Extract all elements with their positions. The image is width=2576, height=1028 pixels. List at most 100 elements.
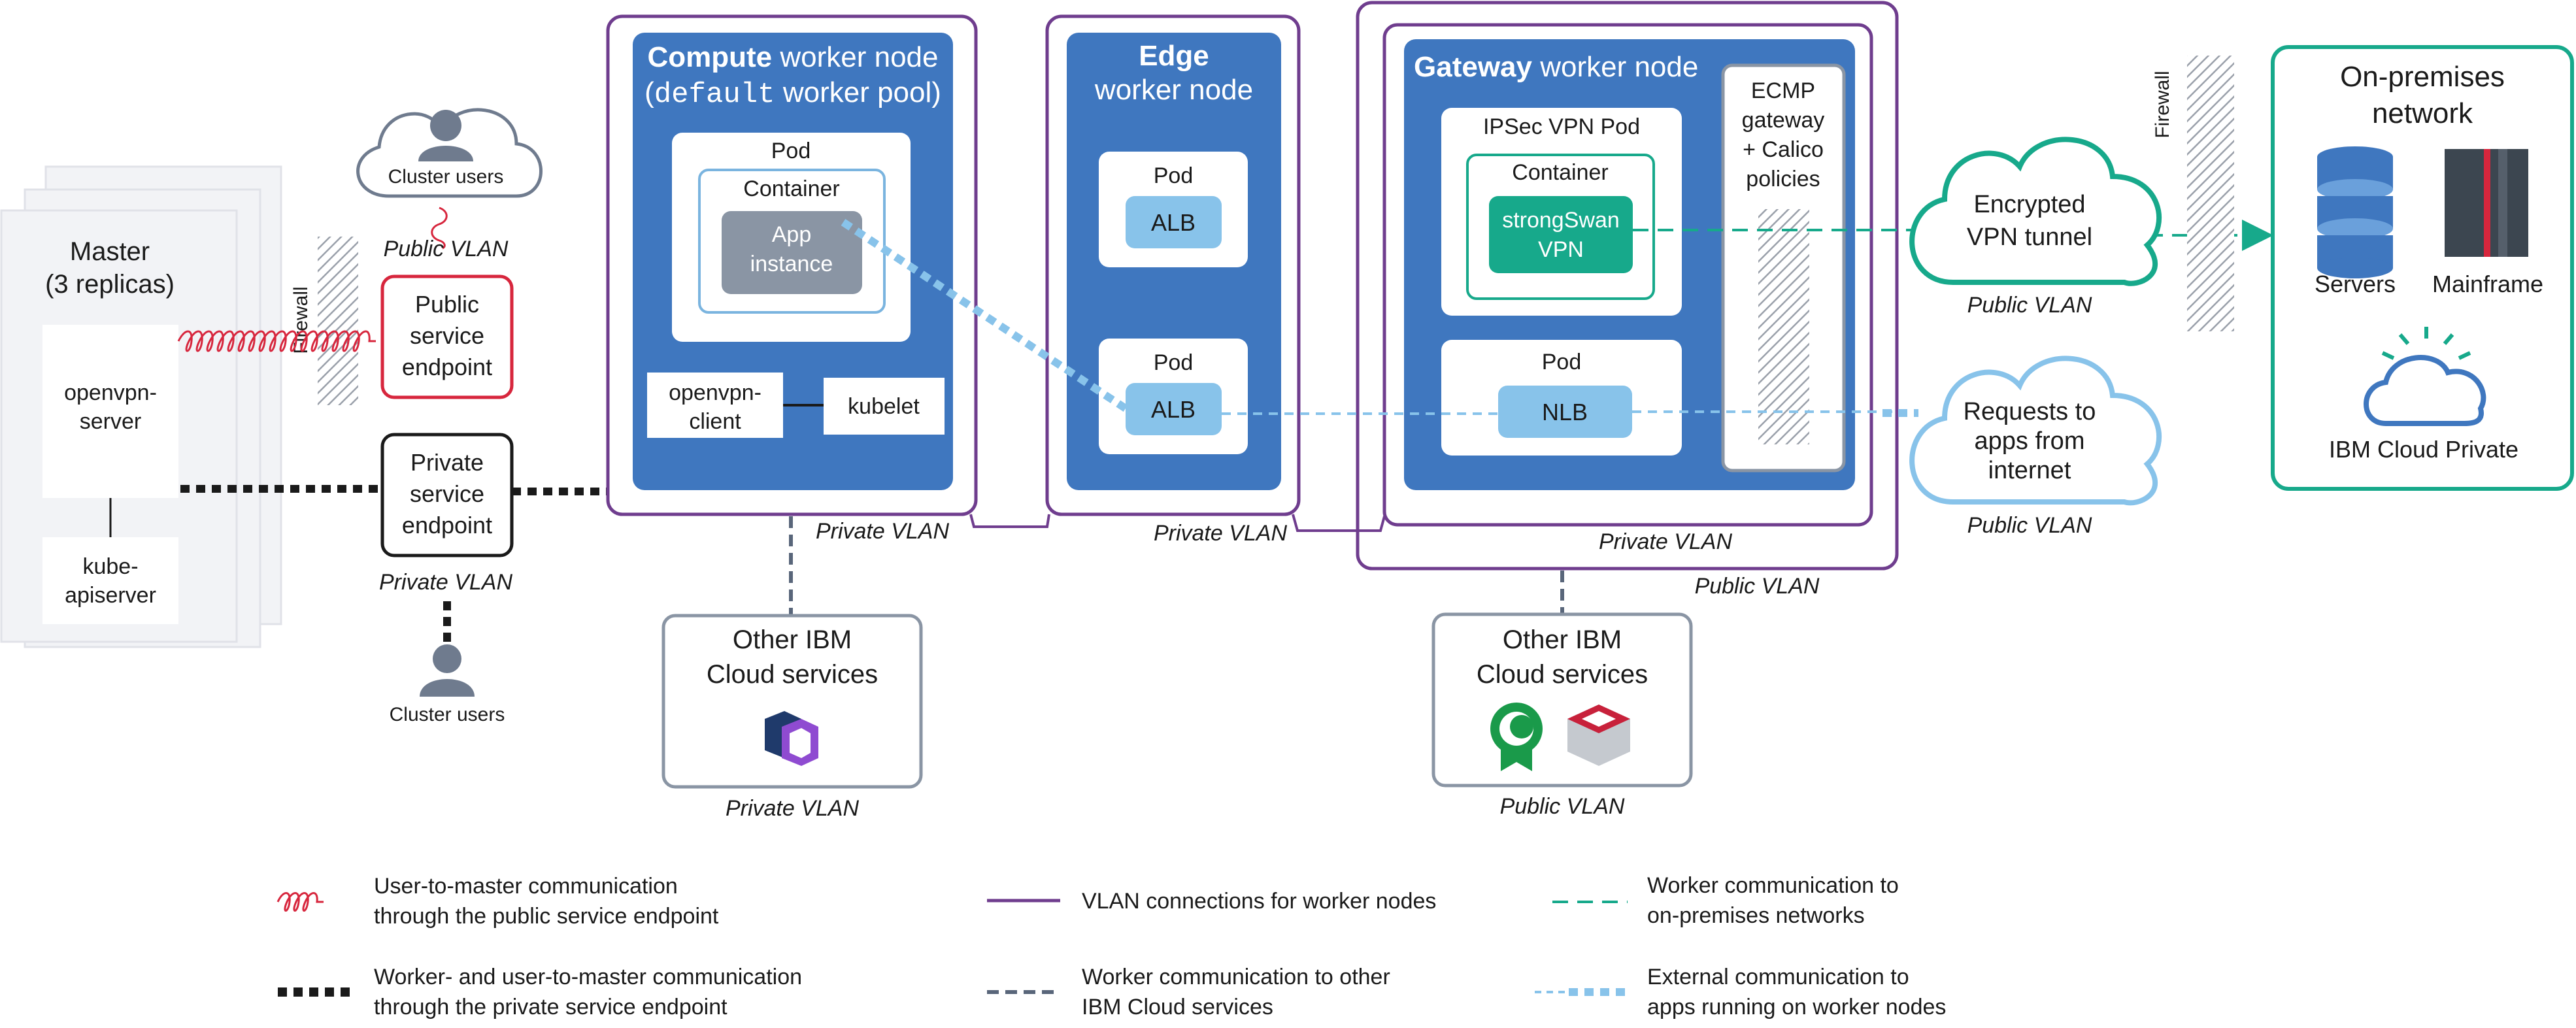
vlan-private-other-services: Private VLAN [726,796,860,821]
other-ibm-cloud-services-left: Other IBM Cloud services [661,614,923,789]
other-services-right-label-2: Cloud services [1477,660,1648,689]
cluster-users-bottom-label: Cluster users [390,704,505,725]
app-instance-label-1: App [772,222,812,247]
openvpn-server-label-2: server [80,409,141,434]
mainframe-icon [2445,149,2528,257]
onprem-title-1: On-premises [2340,61,2505,93]
legend-private-endpoint-1: Worker- and user-to-master communication [374,965,802,989]
firewall-label-right: Firewall [2152,71,2173,138]
openvpn-client-label-2: client [689,409,741,434]
edge-worker-node: Edge worker node Pod ALB Pod ALB [1045,14,1301,516]
vlan-connector-edge-gateway [1292,514,1386,532]
ecmp-label-4: policies [1746,167,1820,191]
service-icon-left [765,711,818,766]
compute-title: Compute worker node [647,41,938,73]
ipsec-vpn-pod-label: IPSec VPN Pod [1483,114,1640,139]
edge-title: Edge [1139,40,1209,72]
certificate-icon [1490,703,1543,771]
vpn-tunnel-label-1: Encrypted [1973,191,2085,218]
gateway-title: Gateway worker node [1414,51,1698,83]
private-endpoint-label-2: service [410,480,484,507]
compute-subtitle: (default worker pool) [644,76,941,111]
mainframe-label: Mainframe [2432,271,2543,297]
legend: User-to-master communication through the… [276,873,1946,1020]
gateway-worker-node: Gateway worker node IPSec VPN Pod Contai… [1356,1,1899,571]
cluster-users-cloud-top: Cluster users [356,108,543,198]
vlan-public-near-endpoint: Public VLAN [384,237,509,261]
user-icon-top [418,110,473,161]
database-service-icon [1567,705,1630,766]
legend-other-services-1: Worker communication to other [1082,965,1390,989]
alb-1 [1126,196,1222,248]
legend-item-onprem: Worker communication to on-premises netw… [1552,873,1899,928]
legend-private-endpoint-2: through the private service endpoint [374,995,728,1020]
ibm-cloud-private-icon [2364,327,2486,426]
legend-public-endpoint-1: User-to-master communication [374,874,678,899]
public-service-endpoint: Public service endpoint [380,274,514,399]
vlan-connector-compute-edge [969,514,1050,528]
strongswan-vpn [1489,196,1633,273]
legend-red-coil [276,892,324,912]
kubelet-box [824,378,945,435]
alb-2 [1126,383,1222,435]
legend-item-private-endpoint: Worker- and user-to-master communication… [278,965,802,1020]
servers-label: Servers [2315,271,2396,297]
gateway-container-label: Container [1512,160,1608,185]
openvpn-server-box [42,325,178,498]
legend-item-other-services: Worker communication to other IBM Cloud … [987,965,1390,1020]
edge-pod-2-label: Pod [1154,350,1194,375]
edge-pod-1-label: Pod [1154,163,1194,188]
public-endpoint-coil [177,330,376,352]
compute-pod-label: Pod [771,139,811,163]
kube-apiserver-label: kube- [82,554,138,579]
legend-item-vlan-connections: VLAN connections for worker nodes [987,889,1436,914]
ecmp-label-2: gateway [1742,108,1825,133]
legend-onprem-2: on-premises networks [1647,903,1865,928]
other-services-left-label-2: Cloud services [707,660,878,689]
nlb [1498,386,1632,438]
private-service-endpoint: Private service endpoint [380,433,514,557]
vlan-private-compute: Private VLAN [816,519,950,544]
strongswan-label-2: VPN [1538,237,1584,262]
firewall-left: Firewall [290,237,358,405]
app-instance-label-2: instance [750,252,833,276]
compute-container-label: Container [743,176,839,201]
legend-vlan-connections: VLAN connections for worker nodes [1082,889,1436,914]
nlb-label: NLB [1542,399,1588,425]
onprem-title-2: network [2372,97,2473,129]
legend-external-1: External communication to [1647,965,1909,989]
app-instance [722,211,862,294]
requests-from-internet-cloud: Requests to apps from internet [1909,356,2162,506]
firewall-label-left: Firewall [290,286,312,354]
encrypted-vpn-tunnel-cloud: Encrypted VPN tunnel [1909,137,2162,286]
alb-2-label: ALB [1151,396,1196,423]
requests-label-1: Requests to [1964,398,2096,425]
servers-icon [2317,146,2393,278]
private-endpoint-label-3: endpoint [402,512,492,539]
user-icon-bottom [420,644,475,697]
legend-external-2: apps running on worker nodes [1647,995,1946,1020]
requests-label-2: apps from [1975,427,2085,455]
legend-item-external: External communication to apps running o… [1535,965,1946,1020]
edge-subtitle: worker node [1094,74,1253,106]
firewall-right: Firewall [2152,56,2234,331]
requests-label-3: internet [1988,457,2071,484]
vlan-public-other-services: Public VLAN [1500,794,1625,819]
other-services-right-label-1: Other IBM [1503,625,1622,654]
legend-onprem-1: Worker communication to [1647,873,1899,898]
other-ibm-cloud-services-right: Other IBM Cloud services [1431,612,1693,788]
vlan-public-requests: Public VLAN [1967,513,2092,538]
master-replicas: (3 replicas) [45,270,175,299]
master-title: Master [70,237,150,266]
public-endpoint-label-1: Public [415,291,479,318]
ecmp-label-1: ECMP [1751,78,1815,103]
vlan-private-edge: Private VLAN [1154,521,1288,546]
ecmp-firewall-hatch [1758,209,1809,444]
public-endpoint-link-top [431,207,448,250]
other-services-left-label-1: Other IBM [733,625,852,654]
openvpn-server-label: openvpn- [64,380,157,405]
kubelet-label: kubelet [848,394,920,419]
kube-apiserver-label-2: apiserver [65,583,156,608]
